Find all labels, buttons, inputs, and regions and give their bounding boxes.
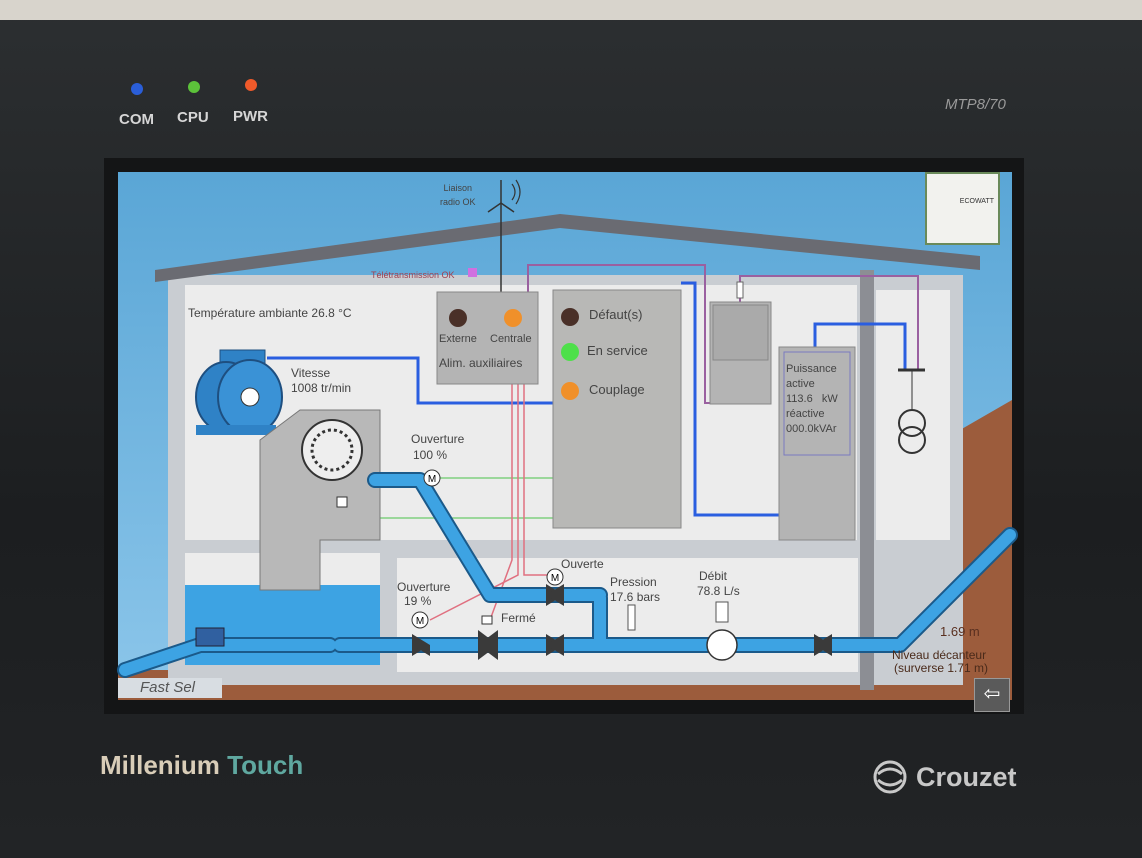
externe-led-icon: [449, 309, 467, 327]
opening-top-value: 100 %: [413, 448, 448, 462]
couplage-label: Couplage: [589, 382, 645, 397]
manufacturer-name: Crouzet: [916, 761, 1017, 792]
com-label: COM: [119, 111, 154, 128]
back-button[interactable]: ⇦: [974, 678, 1010, 712]
filter-icon: [195, 627, 225, 647]
en-service-label: En service: [587, 343, 648, 358]
radio-line2: radio OK: [440, 197, 476, 207]
wall-background: [0, 0, 1142, 20]
defaut-label: Défaut(s): [589, 307, 643, 322]
brand-label: Millenium Touch: [100, 750, 303, 781]
reactive-power-value: 000.0: [786, 423, 814, 435]
teletransmission-indicator-icon: [468, 268, 477, 277]
valve-icons: [412, 584, 832, 660]
level-label: Niveau décanteur: [892, 648, 987, 662]
arrow-left-icon: ⇦: [983, 683, 1001, 705]
teletransmission-status: Télétransmission OK: [371, 270, 455, 280]
pressure-value: 17.6 bars: [610, 590, 661, 604]
active-power-unit: kW: [821, 393, 838, 405]
power-cable-2: [813, 322, 907, 370]
transformer-room: [876, 290, 950, 540]
centrale-led-icon: [504, 309, 522, 327]
pressure-label: Pression: [610, 575, 657, 589]
couplage-led-icon: [561, 382, 579, 400]
red-wire-3: [523, 384, 555, 576]
roof: [155, 214, 980, 282]
opening-bottom-label: Ouverture: [397, 580, 451, 594]
reactive-power-unit: kVAr: [813, 423, 837, 435]
aux-title: Alim. auxiliaires: [439, 356, 523, 370]
solenoid-icon: [336, 496, 348, 508]
speed-cable: [267, 356, 553, 405]
transformer-icon: [898, 409, 926, 437]
defaut-led-icon: [561, 308, 579, 326]
injector-motor-icon: [423, 469, 441, 487]
externe-label: Externe: [439, 333, 477, 345]
radio-line1: Liaison: [443, 183, 473, 193]
opening-top-label: Ouverture: [411, 432, 465, 446]
red-wire-2: [429, 384, 519, 621]
fuse-icon: [736, 281, 744, 299]
power-title2: active: [786, 378, 815, 390]
active-power-value: 113.6: [786, 393, 813, 405]
wall-column: [860, 270, 874, 690]
centrale-label: Centrale: [490, 333, 532, 345]
aux-box: [436, 291, 539, 385]
valve-motor-icon-2: [546, 568, 564, 586]
valve-motor-icon: [411, 611, 429, 629]
logo-text: ECOWATT: [959, 198, 994, 205]
pwr-label: PWR: [233, 108, 268, 125]
manufacturer-logo: Crouzet: [870, 760, 1017, 794]
control-cabinet: [552, 289, 682, 529]
cpu-label: CPU: [177, 109, 209, 126]
crouzet-logo-icon: [873, 760, 907, 794]
ambient-temperature: Température ambiante 26.8 °C: [188, 306, 352, 320]
flow-label: Débit: [699, 569, 728, 583]
valve-closed-label: Fermé: [501, 611, 536, 625]
reactive-label: réactive: [786, 408, 825, 420]
radio-status: Liaison radio OK: [440, 181, 476, 209]
flowmeter-icon: [706, 629, 738, 661]
svg-text:M: M: [416, 616, 424, 627]
level-overflow: (surverse 1.71 m): [894, 661, 989, 675]
svg-text:M: M: [428, 474, 436, 485]
flow-value: 78.8 L/s: [697, 584, 740, 598]
brand-b: Touch: [227, 750, 304, 780]
en-service-led-icon: [561, 343, 579, 361]
model-label: MTP8/70: [945, 96, 1006, 113]
pwr-led-icon: [245, 79, 257, 91]
power-title1: Puissance: [786, 363, 837, 375]
fast-select-button[interactable]: Fast Sel: [118, 678, 222, 698]
com-led-icon: [131, 83, 143, 95]
penstock-pipe: [117, 472, 1018, 678]
power-readout: Puissance active 113.6 kW réactive 000.0…: [786, 362, 838, 437]
valve-open-label: Ouverte: [561, 557, 604, 571]
power-box: [778, 346, 856, 541]
cpu-led-icon: [188, 81, 200, 93]
speed-value: 1008 tr/min: [291, 381, 352, 395]
pressure-sensor-icon: [627, 604, 636, 631]
speed-label: Vitesse: [291, 366, 331, 380]
svg-text:M: M: [551, 573, 559, 584]
level-value: 1.69 m: [940, 624, 980, 639]
opening-bottom-value: 19 %: [404, 594, 432, 608]
brand-a: Millenium: [100, 750, 220, 780]
ecowatt-logo: ECOWATT: [925, 172, 1000, 245]
